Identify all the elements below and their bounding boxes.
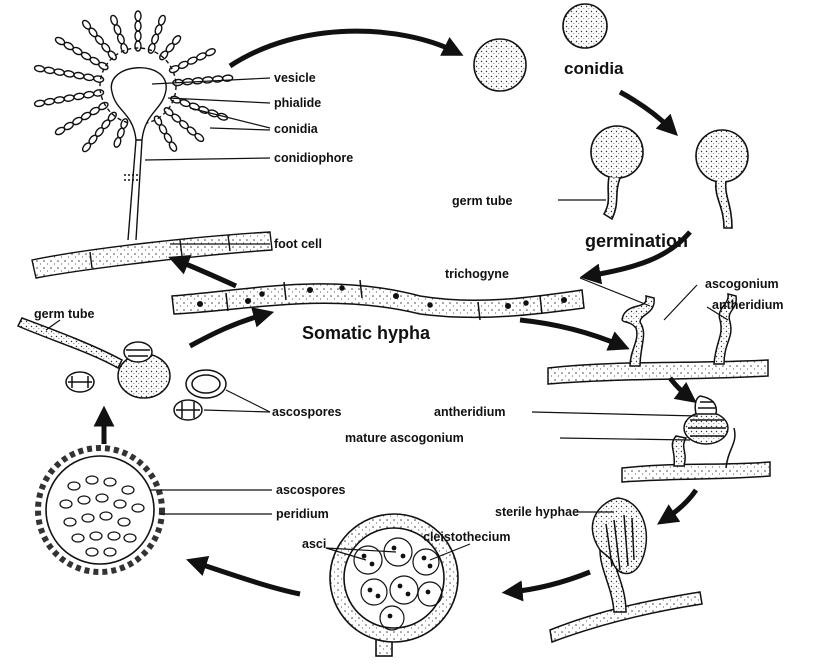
arrow-hypha-to-footcell [176, 260, 236, 286]
conidiophore-structure [34, 11, 233, 240]
label-germ-tube-right: germ tube [452, 194, 512, 208]
label-ascospores-bottom: ascospores [276, 483, 346, 497]
developing-cleistothecium [550, 498, 702, 642]
label-ascospores-left: ascospores [272, 405, 342, 419]
label-peridium: peridium [276, 507, 329, 521]
arrow-hypha-to-sexual [520, 320, 622, 346]
label-cleistothecium: cleistothecium [423, 530, 511, 544]
label-germ-tube-left: germ tube [34, 307, 94, 321]
label-sterile-hyphae: sterile hyphae [495, 505, 579, 519]
label-antheridium-right: antheridium [712, 298, 784, 312]
label-conidiophore: conidiophore [274, 151, 353, 165]
ascospore-sac [38, 448, 162, 572]
germinating-conidia [591, 126, 748, 228]
label-mature-ascogonium: mature ascogonium [345, 431, 464, 445]
mature-ascogonium-leaders [532, 412, 698, 440]
label-foot-cell: foot cell [274, 237, 322, 251]
label-somatic-hypha: Somatic hypha [302, 323, 431, 343]
arrow-mature-to-sterile [664, 490, 696, 520]
foot-cell-hypha [32, 232, 272, 278]
arrow-sexual-to-mature [670, 378, 690, 398]
label-vesicle: vesicle [274, 71, 316, 85]
conidiophore-labels [145, 78, 270, 244]
arrow-conidia-to-germination [620, 92, 672, 130]
arrow-cleistothecium-to-ascospores [194, 562, 300, 594]
arrow-germination-to-hypha [190, 314, 266, 346]
ascospores-germinating [18, 318, 226, 420]
label-conidia-top: conidia [274, 122, 319, 136]
label-asci: asci [302, 537, 326, 551]
label-antheridium-mid: antheridium [434, 405, 506, 419]
label-ascogonium: ascogonium [705, 277, 779, 291]
label-trichogyne: trichogyne [445, 267, 509, 281]
ascospore-sac-leaders [150, 490, 272, 514]
arrow-sterile-to-cleistothecium [510, 572, 590, 592]
arrow-conidiophore-to-conidia [230, 31, 456, 66]
label-conidia-right: conidia [564, 59, 624, 78]
label-phialide: phialide [274, 96, 321, 110]
